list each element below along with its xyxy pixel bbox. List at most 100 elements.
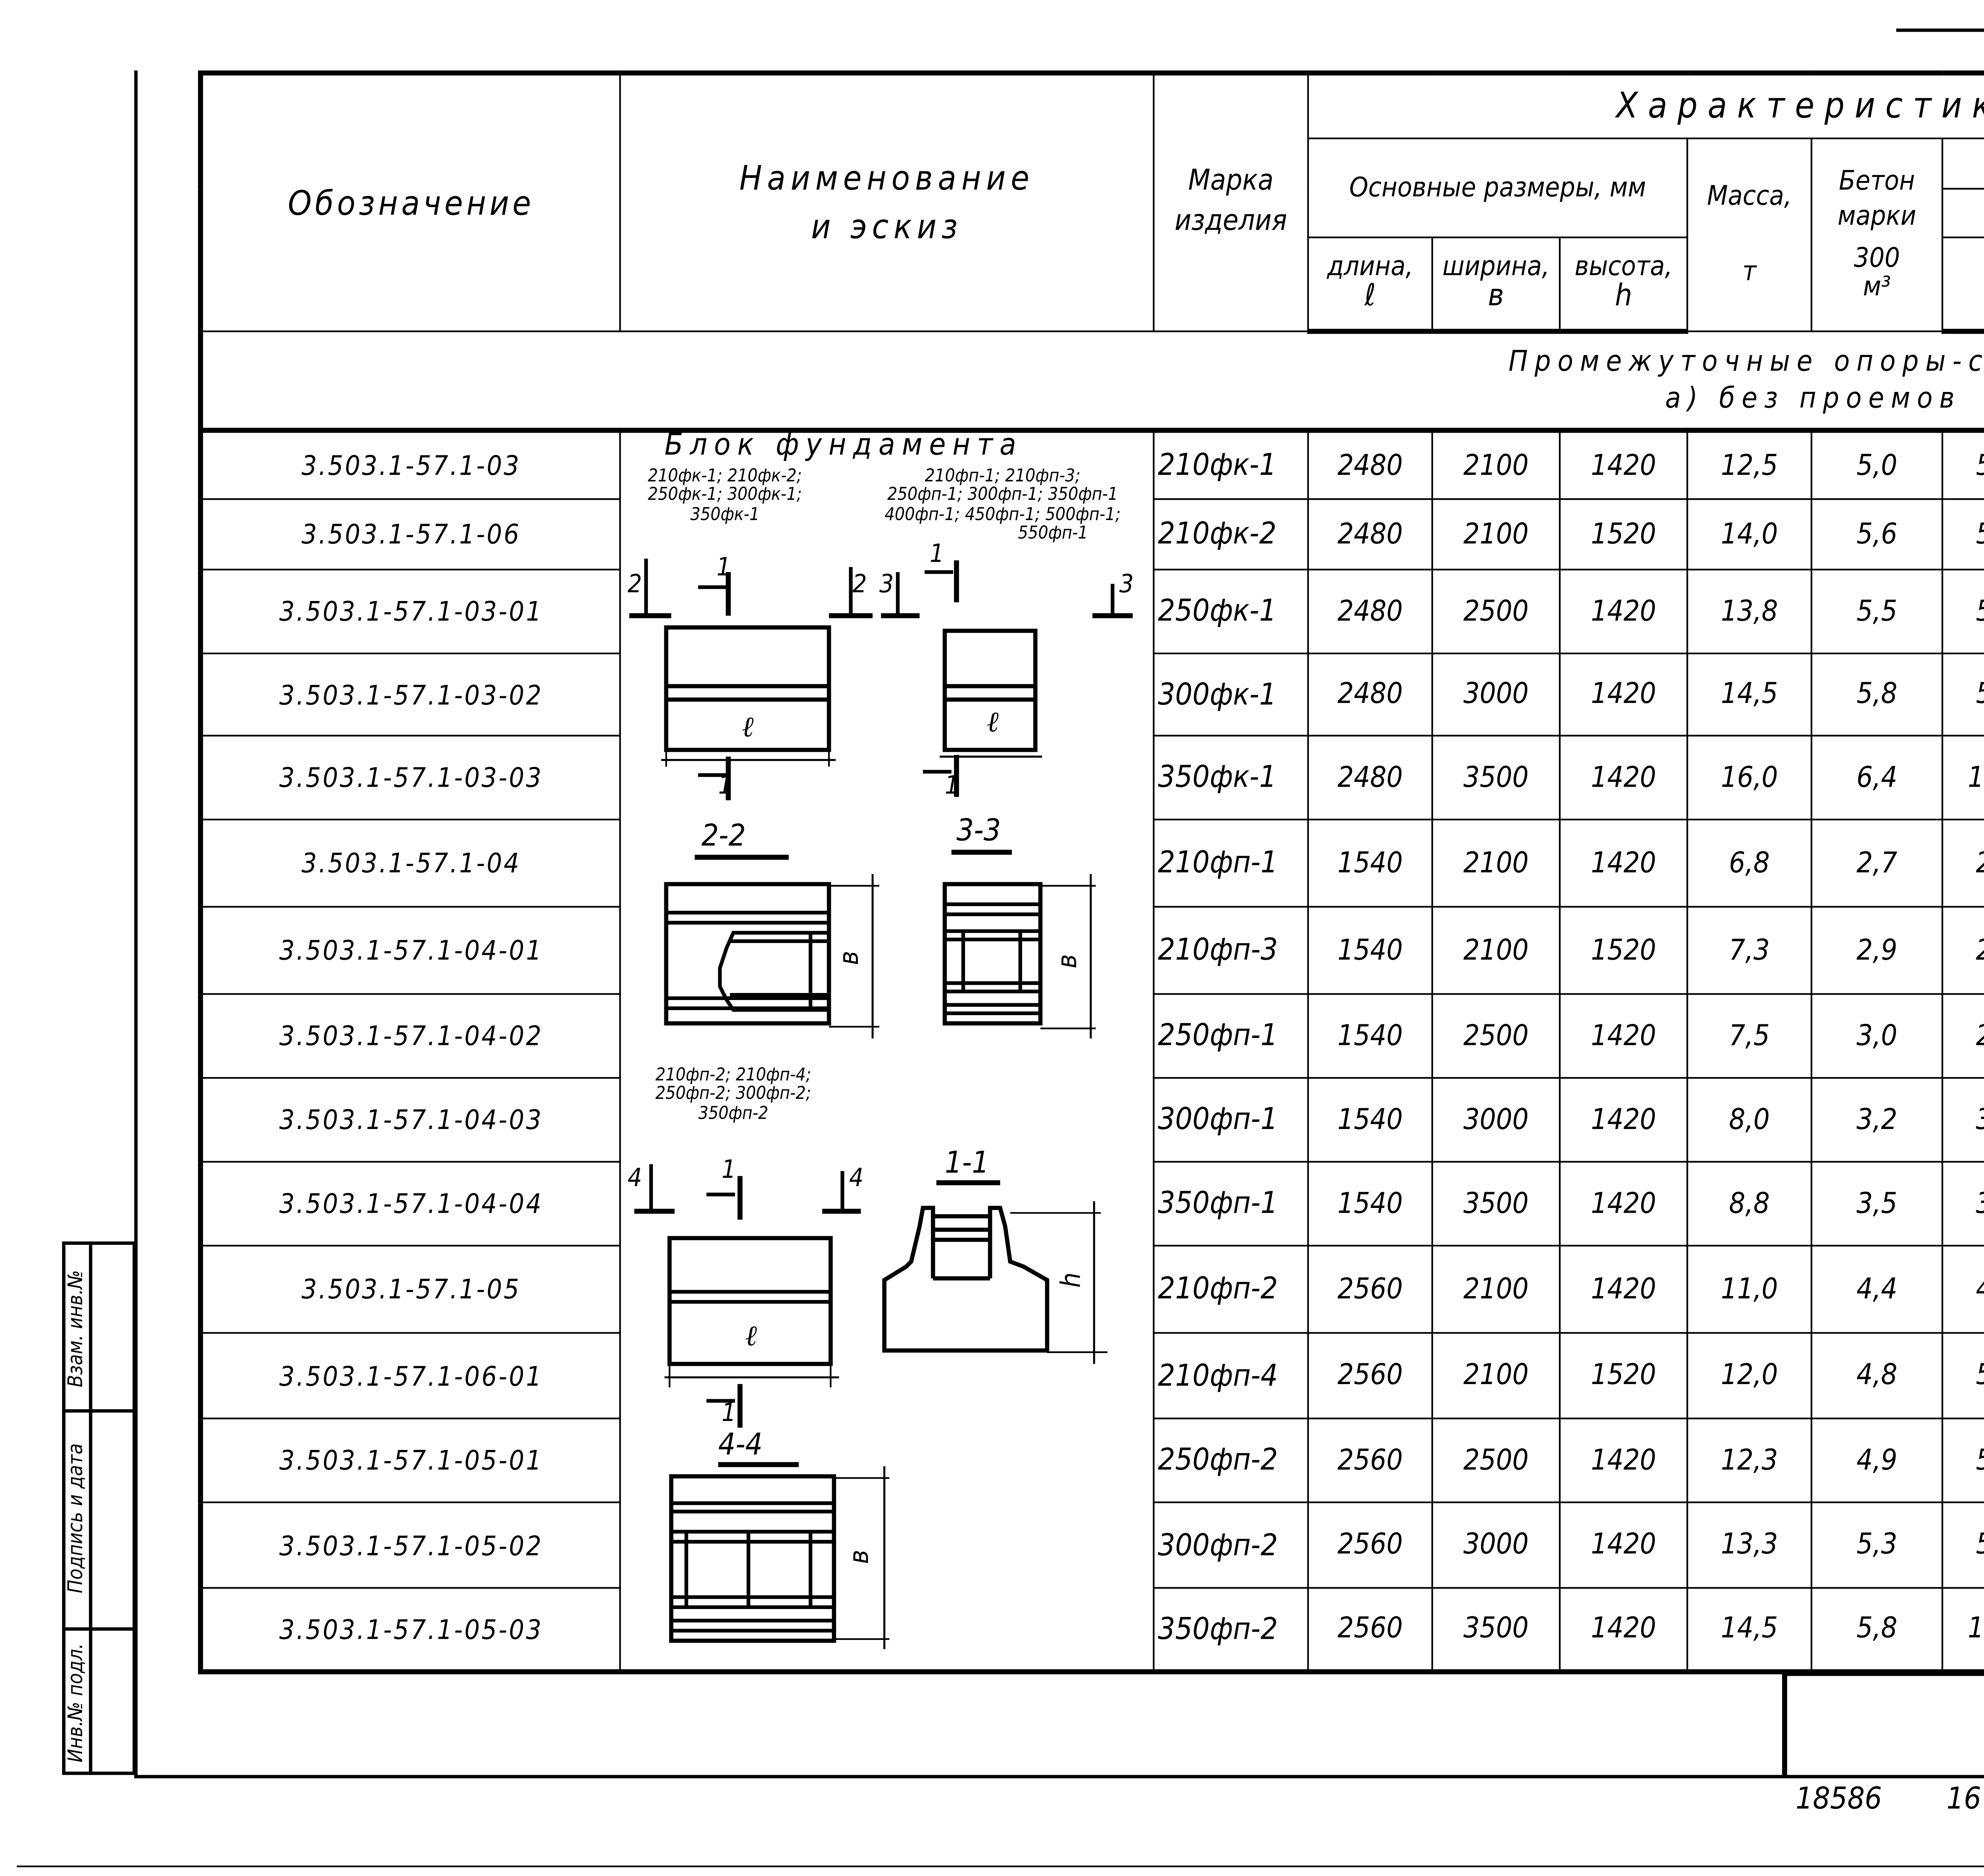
cell-length: 2560: [1307, 1332, 1433, 1419]
cell-a1: 37,4: [1941, 1161, 1984, 1247]
cell-designation: 3.503.1-57.1-04-03: [198, 1077, 621, 1163]
cell-mark: 210фк-1: [1153, 429, 1309, 500]
cell-width: 2100: [1431, 498, 1561, 570]
cell-designation: 3.503.1-57.1-05-02: [198, 1501, 621, 1589]
cell-width: 2100: [1431, 1244, 1561, 1334]
footer-number: 18586: [1796, 1782, 1882, 1817]
section-subtitle: а) без проемов: [1665, 382, 1961, 416]
cell-height: 1420: [1559, 1161, 1688, 1247]
cell-mass: 12,3: [1686, 1417, 1813, 1503]
cell-concrete: 3,0: [1811, 993, 1944, 1079]
dim-width-2-2: в: [832, 950, 865, 965]
cell-length: 2560: [1307, 1244, 1433, 1334]
cell-mark: 210фп-2: [1153, 1244, 1309, 1334]
cell-height: 1420: [1559, 653, 1688, 737]
cell-width: 3000: [1431, 653, 1561, 737]
cell-length: 2480: [1307, 735, 1433, 820]
cell-a1: 58,1: [1941, 1501, 1984, 1589]
cell-mark: 210фп-1: [1153, 818, 1309, 908]
cell-mass: 11,0: [1686, 1244, 1813, 1334]
cut-label-1-bottom: 1: [718, 770, 733, 801]
col-name-sketch: Наименование и эскиз: [619, 70, 1155, 332]
cell-length: 2480: [1307, 568, 1433, 655]
cell-length: 1540: [1307, 818, 1433, 908]
cell-length: 2560: [1307, 1587, 1433, 1674]
col-designation: Обозначение: [198, 70, 621, 332]
cell-mass: 7,3: [1686, 906, 1813, 995]
cell-designation: 3.503.1-57.1-03-03: [198, 735, 621, 820]
cell-a1: 52,5: [1941, 1332, 1984, 1419]
side-stamp-inv-orig: Инв.№ подл.: [63, 1643, 87, 1763]
cell-width: 3500: [1431, 735, 1561, 820]
cell-mass: 14,5: [1686, 1587, 1813, 1674]
cut-label-4-left: 4: [627, 1162, 642, 1193]
cell-length: 1540: [1307, 906, 1433, 995]
cut-label-3-right: 3: [1119, 568, 1134, 599]
cell-concrete: 3,2: [1811, 1077, 1944, 1163]
cell-height: 1420: [1559, 1417, 1688, 1503]
cell-mass: 13,8: [1686, 568, 1813, 655]
cell-width: 2500: [1431, 993, 1561, 1079]
cell-length: 2560: [1307, 1501, 1433, 1589]
cell-a1: 50,0: [1941, 498, 1984, 570]
cell-height: 1520: [1559, 498, 1688, 570]
cell-width: 2100: [1431, 818, 1561, 908]
cell-designation: 3.503.1-57.1-03: [198, 429, 621, 500]
cell-mass: 12,0: [1686, 1332, 1813, 1419]
cell-mass: 8,8: [1686, 1161, 1813, 1247]
cell-height: 1420: [1559, 1244, 1688, 1334]
cell-concrete: 2,9: [1811, 906, 1944, 995]
cell-height: 1420: [1559, 1587, 1688, 1674]
cell-height: 1420: [1559, 735, 1688, 820]
cell-concrete: 5,0: [1811, 429, 1944, 500]
cell-designation: 3.503.1-57.1-05: [198, 1244, 621, 1334]
cell-mass: 12,5: [1686, 429, 1813, 500]
cut-label-2-right: 2: [852, 568, 867, 599]
cell-mark: 350фк-1: [1153, 735, 1309, 820]
sketch-group1-label: 210фк-1; 210фк-2; 250фк-1; 300фк-1; 350ф…: [648, 466, 802, 525]
cell-mark: 250фп-2: [1153, 1417, 1309, 1503]
section-title: Промежуточные опоры-стенки:: [1508, 346, 1984, 379]
side-stamp-sign-date: Подпись и дата: [63, 1443, 87, 1594]
dim-width-4-4: в: [842, 1550, 875, 1564]
col-steel: Сталь, кг: [1941, 137, 1984, 190]
cell-mark: 350фп-2: [1153, 1587, 1309, 1674]
cell-concrete: 6,4: [1811, 735, 1944, 820]
cell-width: 2100: [1431, 1332, 1561, 1419]
cell-designation: 3.503.1-57.1-06-01: [198, 1332, 621, 1419]
cell-mark: 250фп-1: [1153, 993, 1309, 1079]
sketch-cell: [619, 429, 1155, 1674]
cell-length: 2480: [1307, 653, 1433, 737]
side-stamp-inv-repl: Взам. инв.№: [63, 1270, 87, 1388]
cell-length: 2480: [1307, 498, 1433, 570]
col-characteristics: Характеристика изделия: [1307, 70, 1984, 140]
cell-a1: 25,7: [1941, 906, 1984, 995]
sketch-group2-label: 210фп-1; 210фп-3; 250фп-1; 300фп-1; 350ф…: [884, 466, 1121, 544]
cell-mark: 210фп-3: [1153, 906, 1309, 995]
col-rebar-class: Арматурная класса: [1941, 188, 1984, 238]
cell-a1: 50,0: [1941, 429, 1984, 500]
col-main-dimensions: Основные размеры, мм: [1307, 137, 1688, 238]
cut-label-1-bottom-3: 1: [721, 1397, 736, 1428]
specification-table: Обозначение Наименование и эскиз Марка и…: [198, 70, 1984, 1674]
cell-mark: 350фп-1: [1153, 1161, 1309, 1247]
cell-a1: 52,3: [1941, 568, 1984, 655]
cell-concrete: 5,8: [1811, 653, 1944, 737]
sketch-title: Блок фундамента: [664, 428, 1023, 463]
cell-concrete: 5,5: [1811, 568, 1944, 655]
cell-width: 3000: [1431, 1077, 1561, 1163]
cell-designation: 3.503.1-57.1-04-01: [198, 906, 621, 995]
cell-height: 1420: [1559, 1501, 1688, 1589]
cut-label-1-top-3: 1: [721, 1154, 736, 1185]
cell-height: 1420: [1559, 429, 1688, 500]
cell-a1: 54,6: [1941, 653, 1984, 737]
